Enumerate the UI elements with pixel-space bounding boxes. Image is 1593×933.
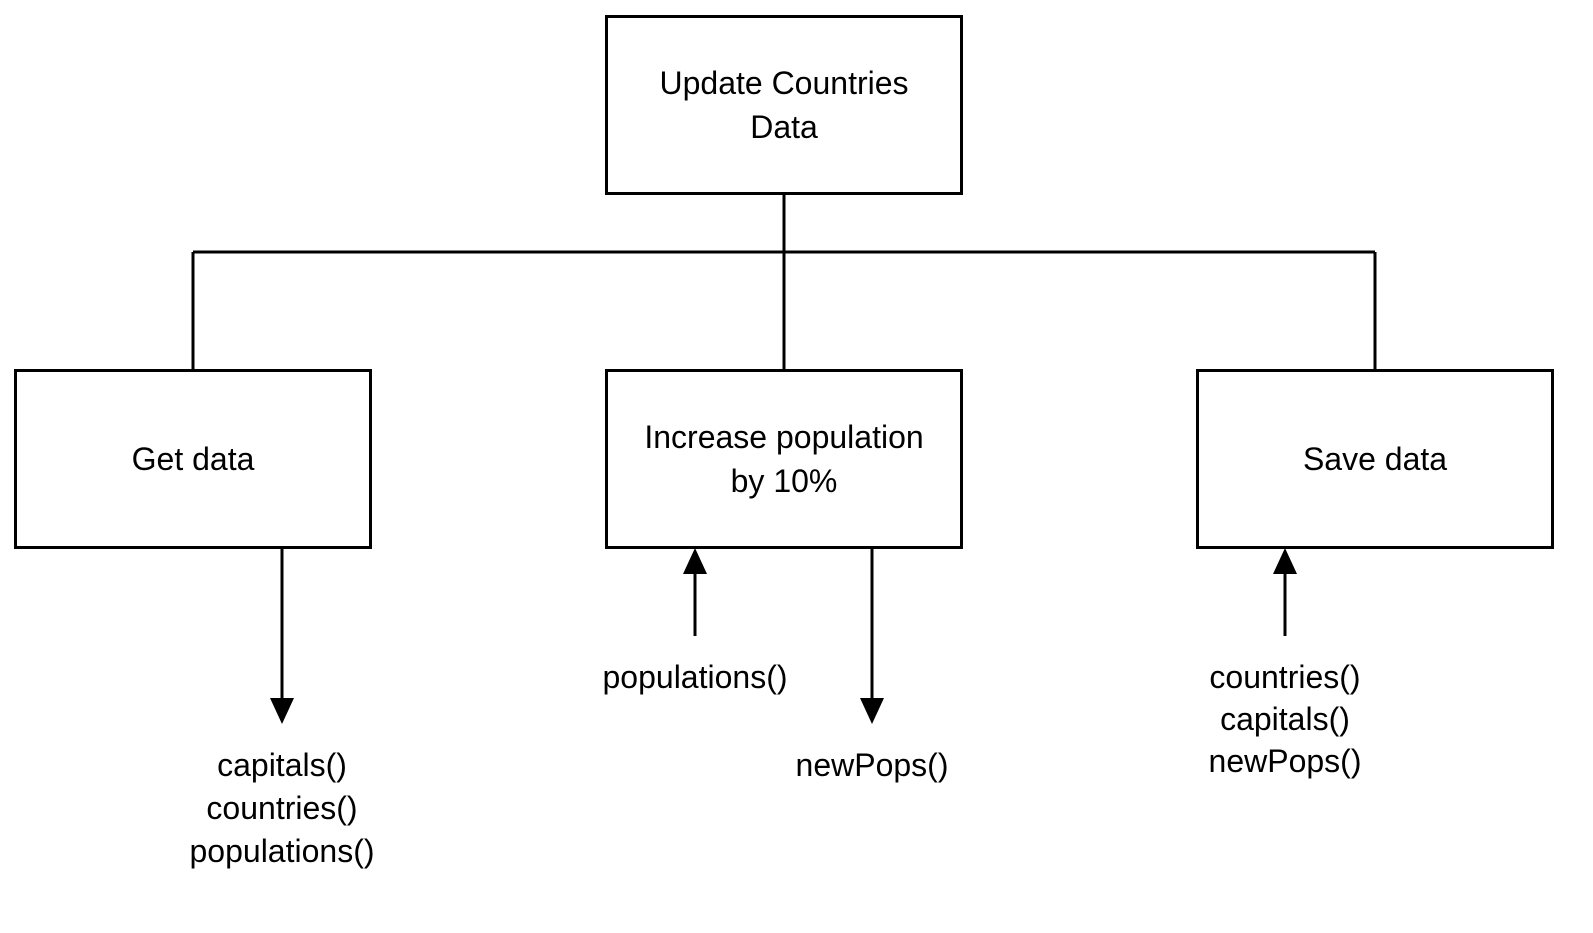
node-label-line: by 10% bbox=[730, 463, 838, 499]
node-label-line: Update Countries bbox=[659, 65, 909, 101]
param-label: countries() bbox=[206, 790, 358, 826]
node-label-line: Increase population bbox=[644, 419, 924, 455]
param-label: populations() bbox=[602, 659, 788, 695]
node-label-line: Get data bbox=[131, 441, 255, 477]
param-label: countries() bbox=[1209, 659, 1361, 695]
save-data-input-arrowhead bbox=[1273, 548, 1297, 574]
save-data-input-params: countries() capitals() newPops() bbox=[1209, 656, 1362, 782]
increase-input-params: populations() bbox=[603, 656, 788, 698]
node-label-line: Save data bbox=[1302, 441, 1448, 477]
node-get-data: Get data bbox=[14, 369, 372, 549]
get-data-output-arrowhead bbox=[270, 698, 294, 724]
node-increase-population: Increase population by 10% bbox=[605, 369, 963, 549]
node-update-countries-data: Update Countries Data bbox=[605, 15, 963, 195]
param-label: capitals() bbox=[1220, 701, 1350, 737]
param-label: newPops() bbox=[1208, 743, 1362, 779]
increase-input-arrowhead bbox=[683, 548, 707, 574]
param-label: populations() bbox=[189, 833, 375, 869]
param-label: newPops() bbox=[795, 747, 949, 783]
get-data-output-params: capitals() countries() populations() bbox=[190, 744, 375, 873]
node-save-data: Save data bbox=[1196, 369, 1554, 549]
increase-output-params: newPops() bbox=[796, 744, 949, 786]
increase-output-arrowhead bbox=[860, 698, 884, 724]
param-label: capitals() bbox=[217, 747, 347, 783]
node-label-line: Data bbox=[750, 109, 818, 145]
